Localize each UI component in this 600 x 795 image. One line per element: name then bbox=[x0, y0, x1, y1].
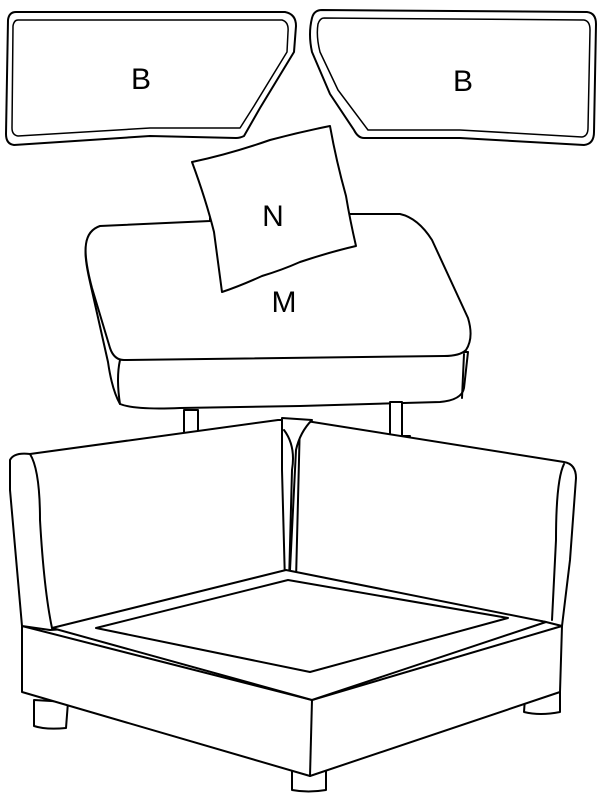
corner-sofa-base bbox=[10, 418, 576, 792]
back-cushion-left-label: B bbox=[131, 63, 151, 96]
seat-cushion-label: M bbox=[272, 286, 297, 319]
back-cushion-right-label: B bbox=[453, 65, 473, 98]
back-cushion-right: B bbox=[310, 10, 596, 145]
back-cushion-left: B bbox=[6, 12, 296, 145]
pillow-label: N bbox=[262, 200, 284, 233]
